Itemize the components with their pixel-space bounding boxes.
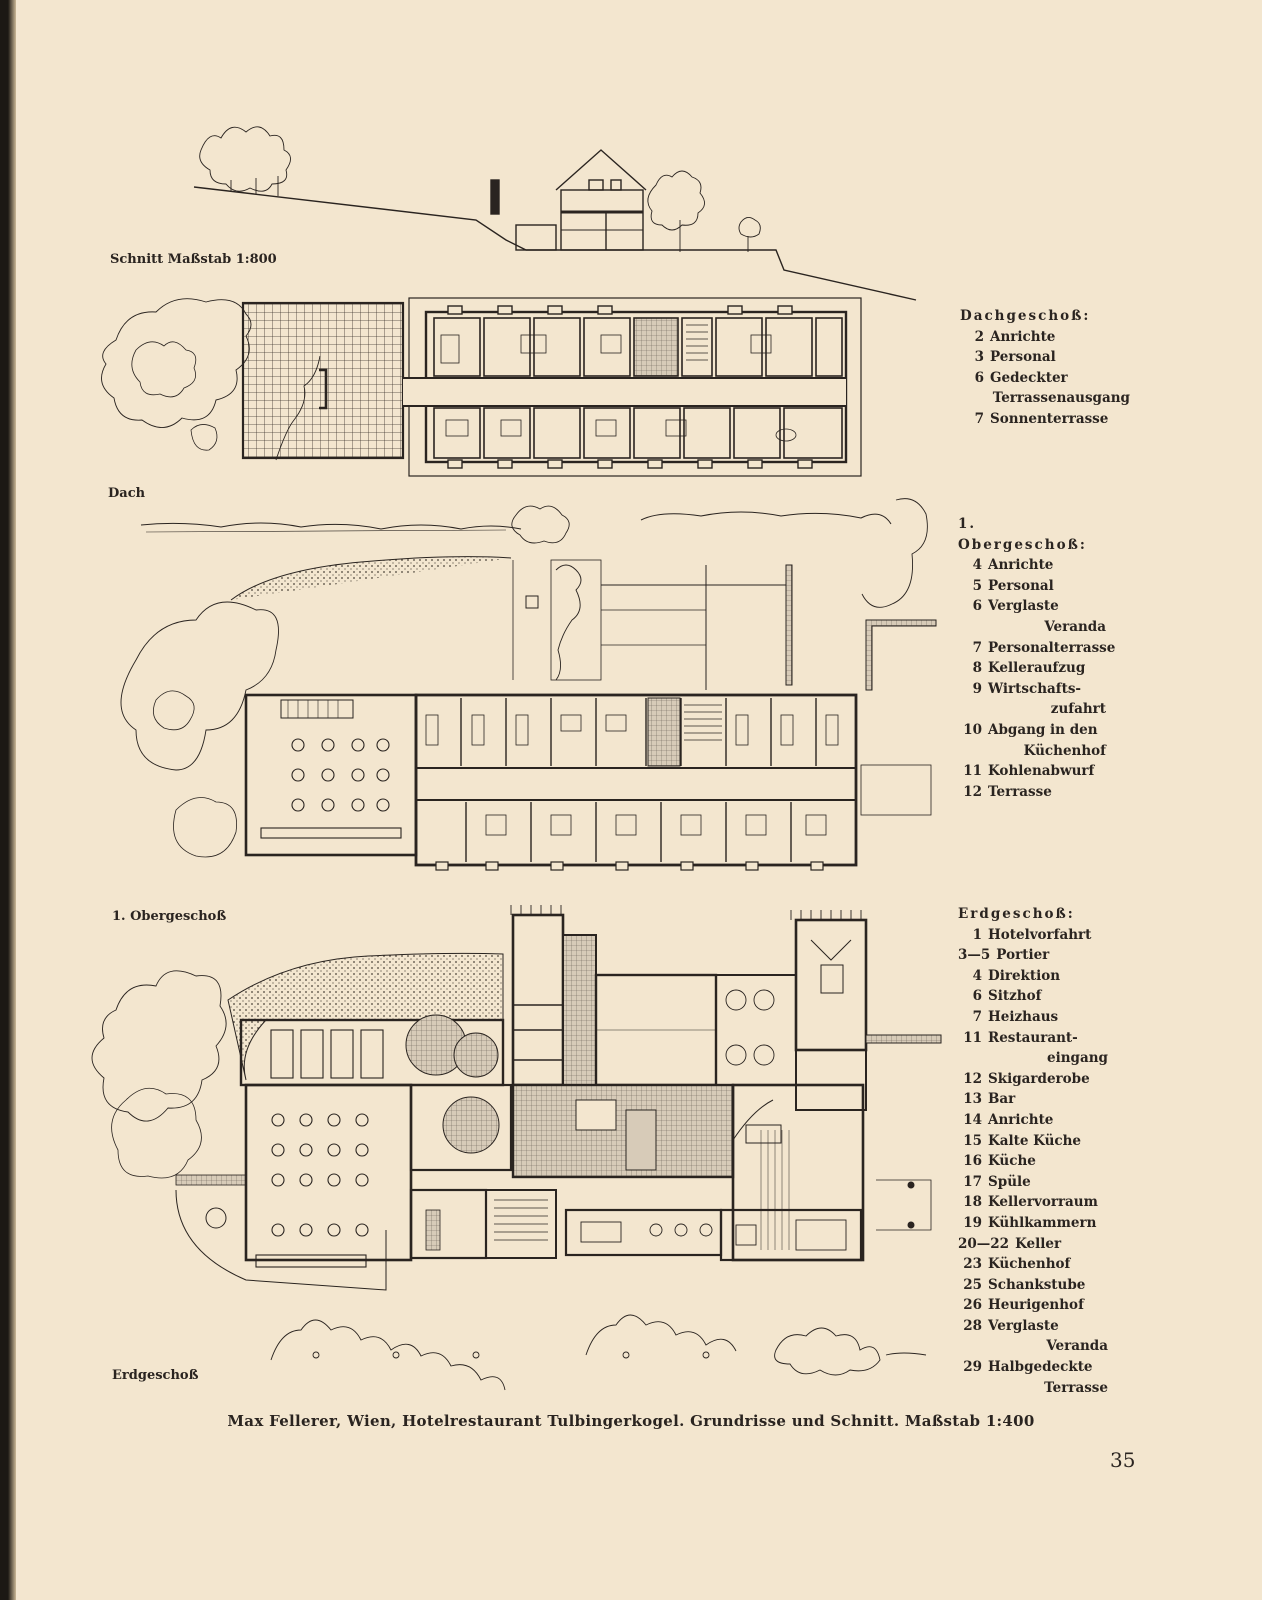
figure-caption: Max Fellerer, Wien, Hotelrestaurant Tulb…	[227, 1412, 1035, 1430]
legend-item-continuation: Terrasse	[1044, 1379, 1108, 1396]
legend-item-continuation: Küchenhof	[1023, 742, 1106, 759]
ground-floor-label: Erdgeschoß	[112, 1368, 199, 1383]
section-label: Schnitt Maßstab 1:800	[110, 252, 277, 267]
section-drawing	[193, 126, 917, 301]
upper-floor-label: 1. Obergeschoß	[112, 909, 227, 924]
legend-item-continuation: Terrassenausgang	[992, 390, 1130, 407]
page: Schnitt Maßstab 1:800 Dach 1. Obergescho…	[16, 0, 1262, 1600]
page-number: 35	[1110, 1448, 1136, 1472]
roof-plan-label: Dach	[108, 486, 146, 501]
roof-plan	[101, 297, 862, 477]
ground-floor-plan	[91, 905, 942, 1391]
legend-item-continuation: zufahrt	[1050, 701, 1106, 718]
architectural-drawings	[91, 126, 942, 1391]
legend-title: Erdgeschoß:	[958, 906, 1075, 922]
legend-title: 1. Obergeschoß:	[958, 516, 1087, 553]
scan-edge	[0, 0, 16, 1600]
legend-title: Dachgeschoß:	[960, 308, 1091, 324]
legend-item-continuation: Veranda	[1044, 618, 1106, 635]
legend-item-continuation: Veranda	[1046, 1338, 1108, 1355]
upper-floor-plan	[120, 498, 937, 871]
legend-item-continuation: eingang	[1047, 1050, 1108, 1067]
